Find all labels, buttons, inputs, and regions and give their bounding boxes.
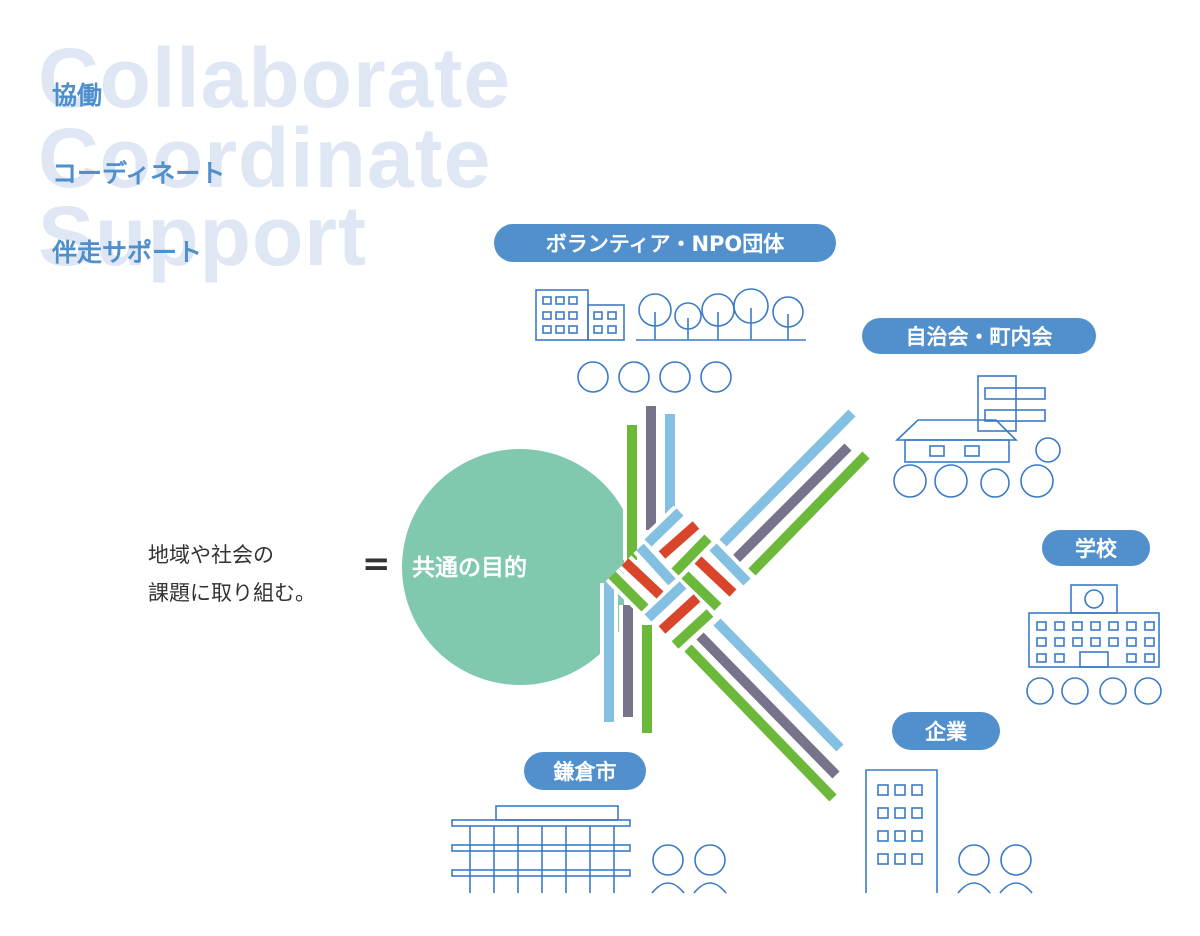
watermark-coordinate: Coordinate	[38, 111, 492, 205]
goal-label: 共通の目的	[412, 555, 527, 581]
goal-circle	[402, 449, 624, 685]
label-company: 企業	[892, 712, 1000, 750]
lead-line-2: 課題に取り組む。	[148, 581, 316, 605]
company-building-icon	[865, 769, 938, 893]
school-people-icon	[1026, 677, 1162, 705]
volunteer-people-icon	[577, 361, 732, 393]
keyword-collaborate: 協働	[52, 81, 103, 110]
lead-text: 地域や社会の 課題に取り組む。	[148, 536, 316, 612]
company-people-icon	[957, 844, 1033, 894]
watermark-collaborate: Collaborate	[38, 31, 512, 125]
watermark-support: Support	[38, 189, 367, 283]
city-hall-icon	[451, 805, 631, 893]
label-community: 自治会・町内会	[862, 318, 1096, 354]
community-house-icon	[895, 375, 1061, 463]
city-people-icon	[651, 844, 727, 894]
label-kamakura-city: 鎌倉市	[524, 752, 646, 790]
lead-line-1: 地域や社会の	[148, 543, 274, 567]
trees-icon	[636, 288, 806, 341]
volunteer-building-icon	[535, 289, 625, 341]
school-building-icon	[1028, 584, 1160, 668]
label-volunteer-npo: ボランティア・NPO団体	[494, 224, 836, 262]
keyword-support: 伴走サポート	[52, 238, 203, 267]
equals-sign: =	[362, 544, 391, 584]
label-school: 学校	[1042, 530, 1150, 566]
community-people-icon	[893, 464, 1054, 498]
weave-strands	[600, 406, 870, 802]
keyword-coordinate: コーディネート	[52, 159, 226, 188]
